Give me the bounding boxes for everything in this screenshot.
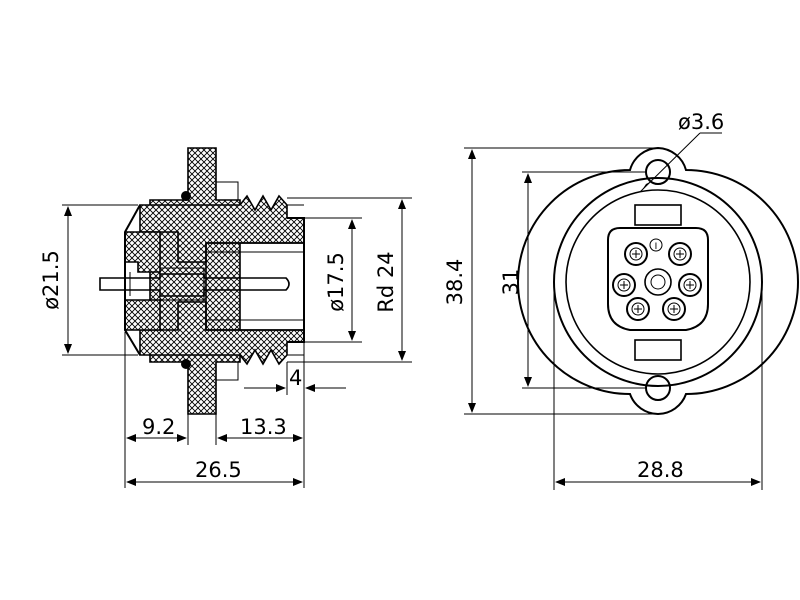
- pin-marker-label: I: [655, 242, 658, 252]
- dim-thread-length: 4: [289, 366, 302, 390]
- flange-outline: [517, 146, 799, 416]
- o-ring-lower: [181, 359, 191, 369]
- dim-flange-height: 38.4: [443, 259, 467, 306]
- mounting-hole-bottom: [645, 375, 671, 401]
- side-section-view: [99, 147, 305, 415]
- front-view-dimensions: ø3.6 38.4 31 28.8: [443, 110, 763, 490]
- contact-1: [624, 242, 648, 266]
- dim-outer-diameter: ø21.5: [39, 250, 63, 310]
- insert-block-upper: [124, 231, 161, 273]
- side-view-dimensions: ø21.5 ø17.5 Rd 24 4 9.2 13.3 26.5: [39, 197, 412, 488]
- contact-3: [612, 273, 636, 297]
- insert-outline: [607, 227, 709, 331]
- flange-section: [149, 147, 241, 415]
- contact-6: [662, 297, 686, 321]
- mounting-hole-top: [645, 159, 671, 185]
- insert-block-lower: [124, 299, 161, 331]
- dim-flange-width: 28.8: [637, 458, 684, 482]
- dim-inner-diameter: ø17.5: [324, 252, 348, 312]
- front-view: I: [517, 146, 799, 416]
- pin-marker-circle: [649, 238, 663, 252]
- key-slot-bottom: [634, 339, 682, 361]
- center-pin: [644, 268, 672, 296]
- dim-rear-length: 9.2: [142, 415, 175, 439]
- dim-hole-spacing: 31: [499, 269, 523, 296]
- contact-pins: [612, 242, 702, 321]
- body-ring: [565, 189, 751, 375]
- contact-5: [626, 297, 650, 321]
- contact-4: [678, 273, 702, 297]
- dim-front-length: 13.3: [240, 415, 287, 439]
- o-ring-upper: [181, 191, 191, 201]
- key-slot-top: [634, 204, 682, 226]
- dim-total-length: 26.5: [195, 458, 242, 482]
- contact-2: [668, 242, 692, 266]
- flange-outer-ring: [553, 177, 763, 387]
- dim-hole-diameter: ø3.6: [678, 110, 724, 134]
- dim-thread: Rd 24: [374, 251, 398, 312]
